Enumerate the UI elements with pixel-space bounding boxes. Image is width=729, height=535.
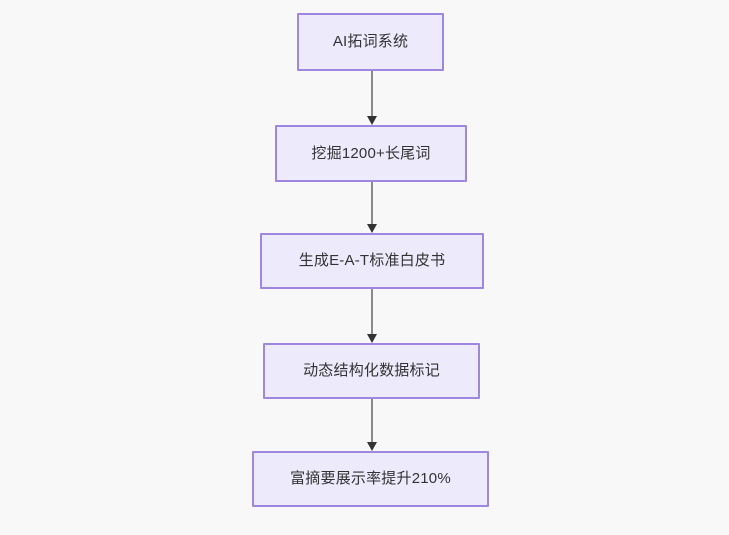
arrow-head-down-icon — [367, 116, 377, 125]
arrow-head-down-icon — [367, 334, 377, 343]
flow-node-rich-snippet-uplift[interactable]: 富摘要展示率提升210% — [252, 451, 489, 507]
edge-line — [371, 182, 373, 226]
flow-node-dynamic-structured-data-markup[interactable]: 动态结构化数据标记 — [263, 343, 480, 399]
flow-node-mine-longtail-keywords[interactable]: 挖掘1200+长尾词 — [275, 125, 467, 182]
edge-line — [371, 289, 373, 336]
arrow-head-down-icon — [367, 224, 377, 233]
flow-node-label: 挖掘1200+长尾词 — [311, 144, 431, 162]
edge-line — [371, 399, 373, 444]
flow-node-label: AI拓词系统 — [332, 33, 409, 50]
edge-line — [371, 71, 373, 118]
arrow-head-down-icon — [367, 442, 377, 451]
flow-node-label: 富摘要展示率提升210% — [290, 470, 451, 487]
flow-node-ai-keyword-system[interactable]: AI拓词系统 — [297, 13, 444, 71]
flow-node-label: 生成E-A-T标准白皮书 — [298, 252, 446, 269]
flow-node-generate-eat-whitepaper[interactable]: 生成E-A-T标准白皮书 — [260, 233, 484, 289]
flow-node-label: 动态结构化数据标记 — [303, 362, 440, 379]
